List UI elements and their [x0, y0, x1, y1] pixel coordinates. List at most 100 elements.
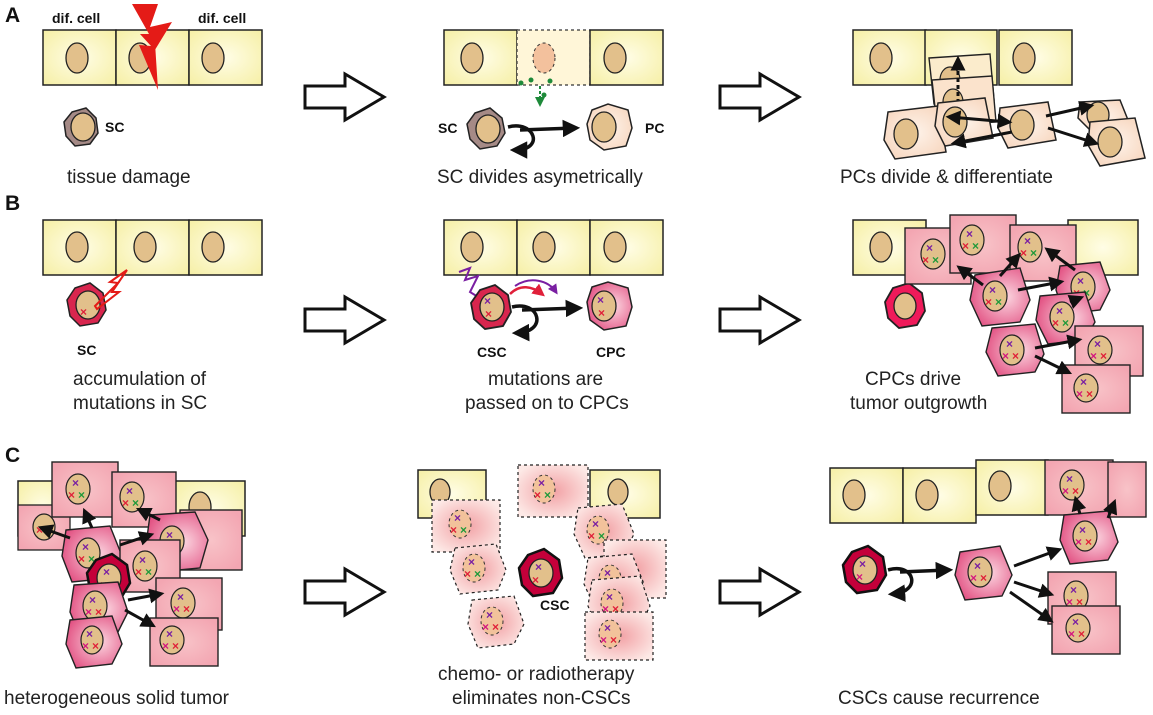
- mutation-cross-icon: ×: [492, 620, 499, 634]
- mutation-cross-icon: ×: [604, 621, 611, 635]
- tumor-cell: × × ×: [65, 615, 123, 669]
- dif-cell-label: dif. cell: [52, 10, 100, 26]
- hollow-arrow-icon: [303, 71, 387, 123]
- mutation-cross-icon: ×: [173, 602, 180, 616]
- division-arrow: [1034, 354, 1073, 375]
- tumor-cell: × × ×: [949, 214, 1017, 274]
- sc-label: SC: [438, 120, 457, 136]
- division-arrow: [950, 130, 1013, 149]
- mutation-cross-icon: ×: [183, 602, 190, 616]
- diff-cell: [42, 29, 117, 86]
- pc-label: PC: [645, 120, 664, 136]
- mutation-cross-icon: ×: [68, 488, 75, 502]
- progenitor-cell: [997, 101, 1057, 149]
- mutation-cross-icon: ×: [972, 239, 979, 253]
- mutation-cross-icon: ×: [132, 496, 139, 510]
- caption-therapy-1: chemo- or radiotherapy: [438, 664, 635, 685]
- cancer-stem-cell: × ×: [470, 283, 512, 330]
- cancer-stem-cell: × ×: [841, 544, 888, 595]
- mutation-cross-icon: ×: [1012, 349, 1019, 363]
- stem-cell: [466, 107, 506, 150]
- dying-tumor-cell: × × ×: [449, 543, 507, 595]
- mutation-cross-icon: ×: [602, 602, 609, 616]
- signal-dots: [518, 77, 553, 107]
- hollow-arrow-icon: [718, 71, 802, 123]
- division-arrow: [519, 119, 581, 138]
- tumor-cell: × × ×: [969, 267, 1031, 327]
- mutation-cross-icon: ×: [926, 241, 933, 255]
- mutation-cross-icon: ×: [1006, 337, 1013, 351]
- cancer-progenitor-cell: × ×: [586, 281, 633, 331]
- panel-letter-c: C: [5, 444, 20, 467]
- dying-tumor-cell: × × ×: [584, 611, 654, 661]
- mutation-cross-icon: ×: [856, 570, 863, 584]
- caption-accumulation-2: mutations in SC: [73, 393, 207, 414]
- division-arrow: [1013, 546, 1063, 568]
- mutation-cross-icon: ×: [604, 566, 611, 580]
- tumor-cell: × × ×: [1061, 364, 1131, 414]
- dying-tumor-cell: × × ×: [517, 464, 589, 518]
- division-arrow: [127, 588, 165, 604]
- hollow-arrow-icon: [718, 566, 802, 618]
- tumor-cell: × × ×: [954, 545, 1013, 601]
- mutation-cross-icon: ×: [1070, 583, 1077, 597]
- panel-letter-a: A: [5, 4, 20, 27]
- division-arrow: [1009, 590, 1054, 623]
- mutation-cross-icon: ×: [145, 565, 152, 579]
- lightning-icon: [458, 266, 484, 301]
- hollow-arrow-icon: [303, 294, 387, 346]
- caption-pcs-divide: PCs divide & differentiate: [840, 167, 1053, 188]
- mutation-cross-icon: ×: [985, 295, 992, 309]
- mutation-cross-icon: ×: [166, 528, 173, 542]
- caption-heterogeneous-tumor: heterogeneous solid tumor: [4, 688, 230, 709]
- mutation-cross-icon: ×: [135, 565, 142, 579]
- division-arrow: [956, 265, 984, 287]
- tumor-cell: × × ×: [1059, 510, 1119, 565]
- mutation-cross-icon: ×: [177, 590, 184, 604]
- mutation-cross-icon: ×: [966, 227, 973, 241]
- division-arrow: [521, 299, 584, 318]
- tumor-cell: × × ×: [51, 461, 119, 518]
- mutation-cross-icon: ×: [482, 620, 489, 634]
- mutation-cross-icon: ×: [932, 253, 939, 267]
- mutation-cross-icon: ×: [1083, 286, 1090, 300]
- mutation-cross-icon: ×: [1066, 472, 1073, 486]
- division-arrow: [1044, 247, 1076, 272]
- mutation-cross-icon: ×: [962, 239, 969, 253]
- diff-cell: [42, 219, 117, 276]
- caption-cpcs-drive-1: CPCs drive: [865, 369, 961, 390]
- diff-cell: [852, 29, 927, 86]
- caption-mutations-2: passed on to CPCs: [465, 393, 629, 414]
- mutation-cross-icon: ×: [532, 573, 539, 587]
- mutation-cross-icon: ×: [1062, 484, 1069, 498]
- diff-cell: [975, 459, 1049, 516]
- mutation-cross-icon: ×: [1079, 523, 1086, 537]
- dying-tumor-cell: × × ×: [431, 499, 501, 553]
- mutation-cross-icon: ×: [450, 523, 457, 537]
- division-arrow: [1047, 126, 1100, 147]
- mutation-cross-icon: ×: [78, 488, 85, 502]
- caption-tissue-damage: tissue damage: [67, 167, 191, 188]
- progenitor-cell: [883, 105, 947, 160]
- diff-cell: [188, 219, 263, 276]
- mutation-cross-icon: ×: [922, 253, 929, 267]
- tumor-cell: × × ×: [985, 323, 1045, 377]
- cancer-stem-cell: × ×: [517, 547, 564, 598]
- panel-c: C × × × × × × ×: [4, 444, 1147, 709]
- mutation-cross-icon: ×: [980, 571, 987, 585]
- mutation-cross-icon: ×: [82, 540, 89, 554]
- division-arrow: [1034, 334, 1083, 350]
- mutation-cross-icon: ×: [1020, 246, 1027, 260]
- mutation-cross-icon: ×: [995, 295, 1002, 309]
- progenitor-cell: [586, 103, 633, 151]
- mutation-cross-icon: ×: [92, 639, 99, 653]
- hollow-arrow-icon: [303, 566, 387, 618]
- mutation-cross-icon: ×: [1024, 234, 1031, 248]
- mutation-cross-icon: ×: [598, 529, 605, 543]
- diff-cell: [443, 29, 518, 86]
- self-renewal-arrow: [887, 566, 914, 602]
- mutation-cross-icon: ×: [1080, 375, 1087, 389]
- mutation-cross-icon: ×: [485, 307, 492, 321]
- mutated-stem-cell: ×: [66, 282, 107, 327]
- csc-label: CSC: [540, 597, 570, 613]
